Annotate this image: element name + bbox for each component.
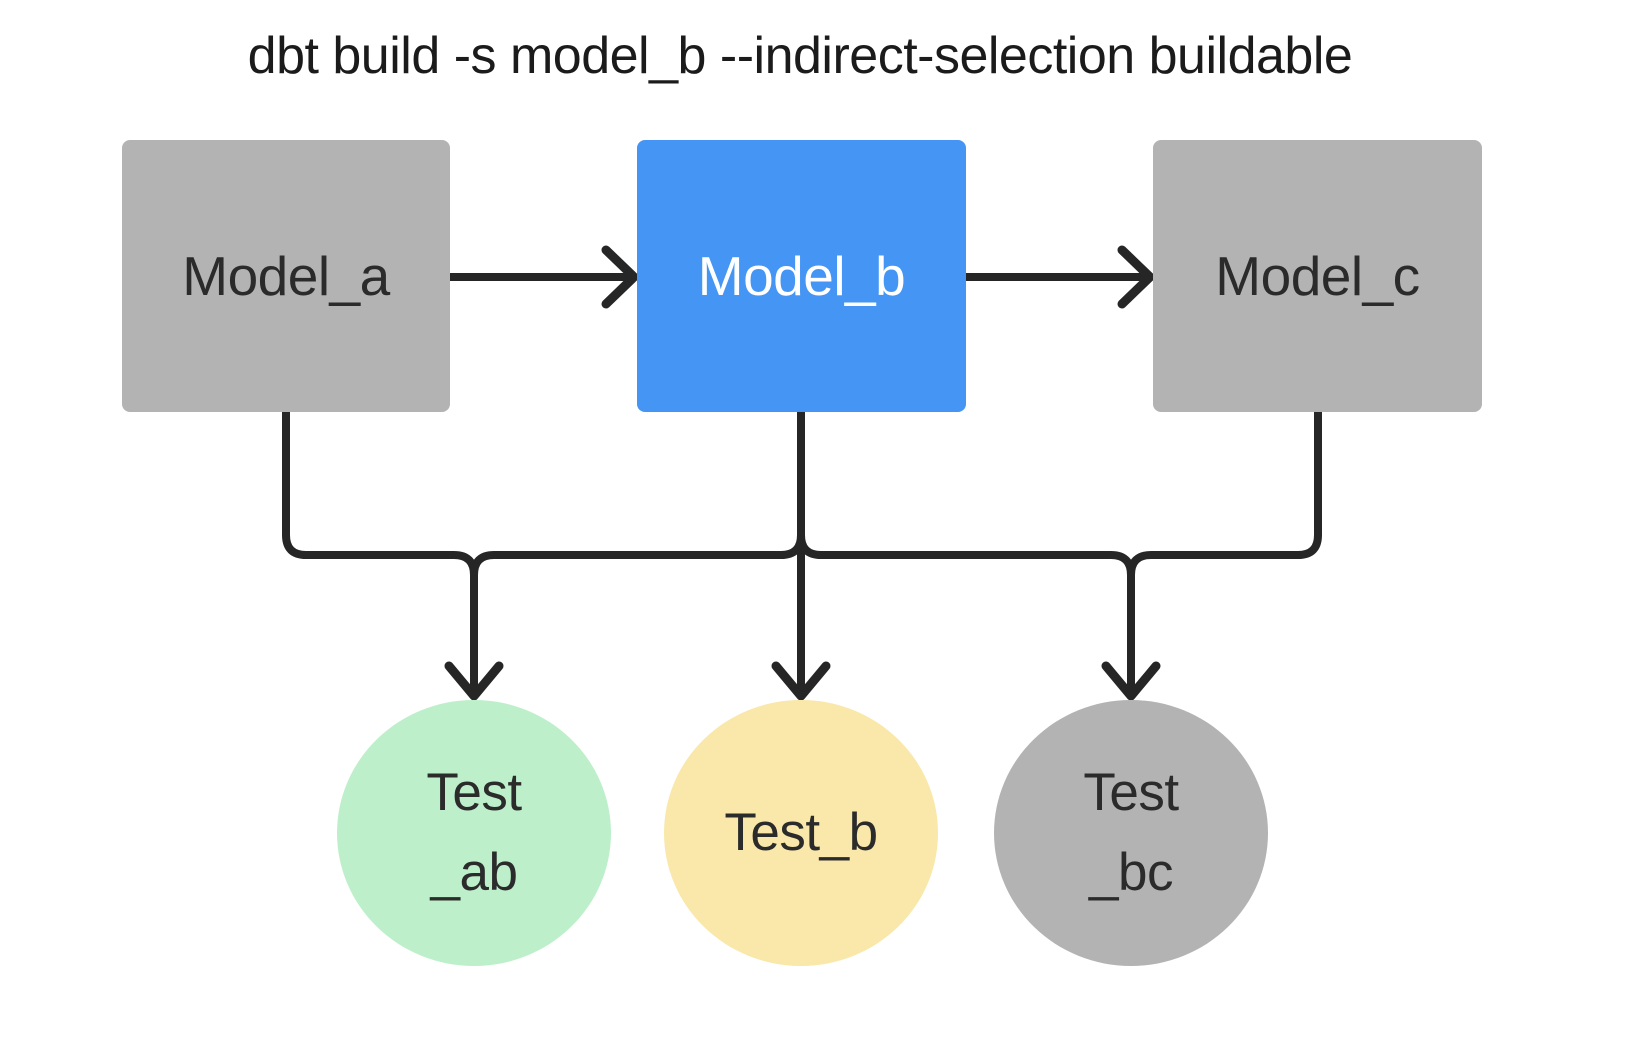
diagram-title: dbt build -s model_b --indirect-selectio… (247, 27, 1353, 85)
arrowhead-test-ab (444, 661, 504, 701)
edge-model-a-test-ab (282, 408, 478, 690)
node-test-b-label: Test_b (724, 803, 878, 862)
edge-model-c-test-bc (1127, 408, 1322, 690)
arrowhead-test-b (771, 661, 831, 701)
node-test-ab: Test _ab (337, 700, 611, 966)
node-model-b-selected: Model_b (637, 140, 966, 412)
node-model-b-label: Model_b (697, 245, 906, 307)
node-model-a: Model_a (122, 140, 450, 412)
arrowhead-model-c (1117, 245, 1155, 309)
node-test-bc-label-line1: Test (1083, 763, 1179, 822)
edge-model-b-test-bc (797, 408, 1135, 690)
node-test-bc: Test _bc (994, 700, 1268, 966)
node-model-c-label: Model_c (1215, 245, 1420, 307)
node-test-bc-label-line2: _bc (1089, 843, 1173, 902)
arrowhead-model-b (601, 245, 639, 309)
node-test-ab-label-line1: Test (426, 763, 522, 822)
node-test-b: Test_b (664, 700, 938, 966)
node-test-ab-label-line2: _ab (430, 843, 518, 902)
edge-model-b-test-ab (470, 408, 805, 690)
node-model-c: Model_c (1153, 140, 1482, 412)
node-model-a-label: Model_a (182, 245, 390, 307)
arrowhead-test-bc (1101, 661, 1161, 701)
